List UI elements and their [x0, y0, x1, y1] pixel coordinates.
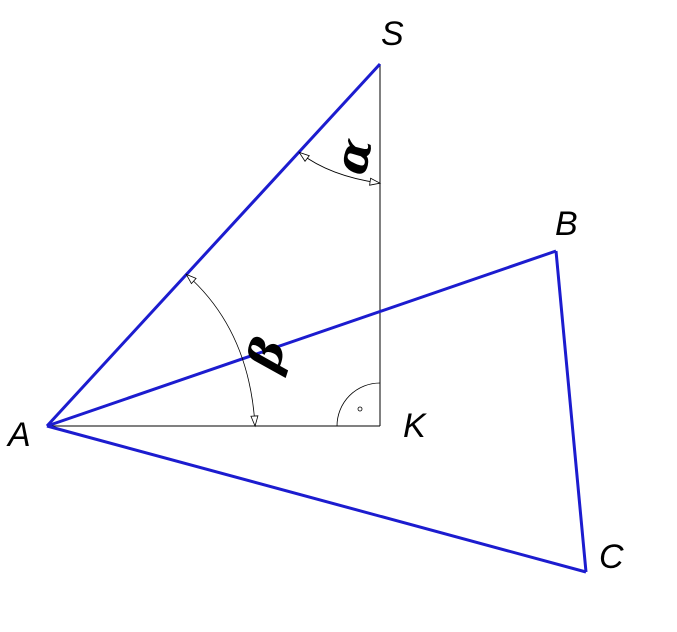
label-angle-beta: β: [235, 331, 296, 379]
label-point-k: K: [403, 407, 427, 445]
edge-as: [45, 62, 382, 428]
angle-alpha-arc: [298, 151, 382, 186]
label-point-b: B: [555, 205, 578, 243]
edge-bc: [554, 250, 588, 573]
right-angle-arc: [336, 382, 381, 427]
label-angle-alpha: α: [323, 133, 383, 179]
label-point-a: A: [6, 416, 31, 454]
right-angle-dot: [357, 406, 363, 412]
label-point-c: C: [599, 538, 624, 576]
angle-beta-arc: [185, 273, 259, 428]
label-point-s: S: [381, 15, 404, 53]
edge-ab: [46, 249, 557, 428]
edge-ac: [46, 424, 587, 574]
